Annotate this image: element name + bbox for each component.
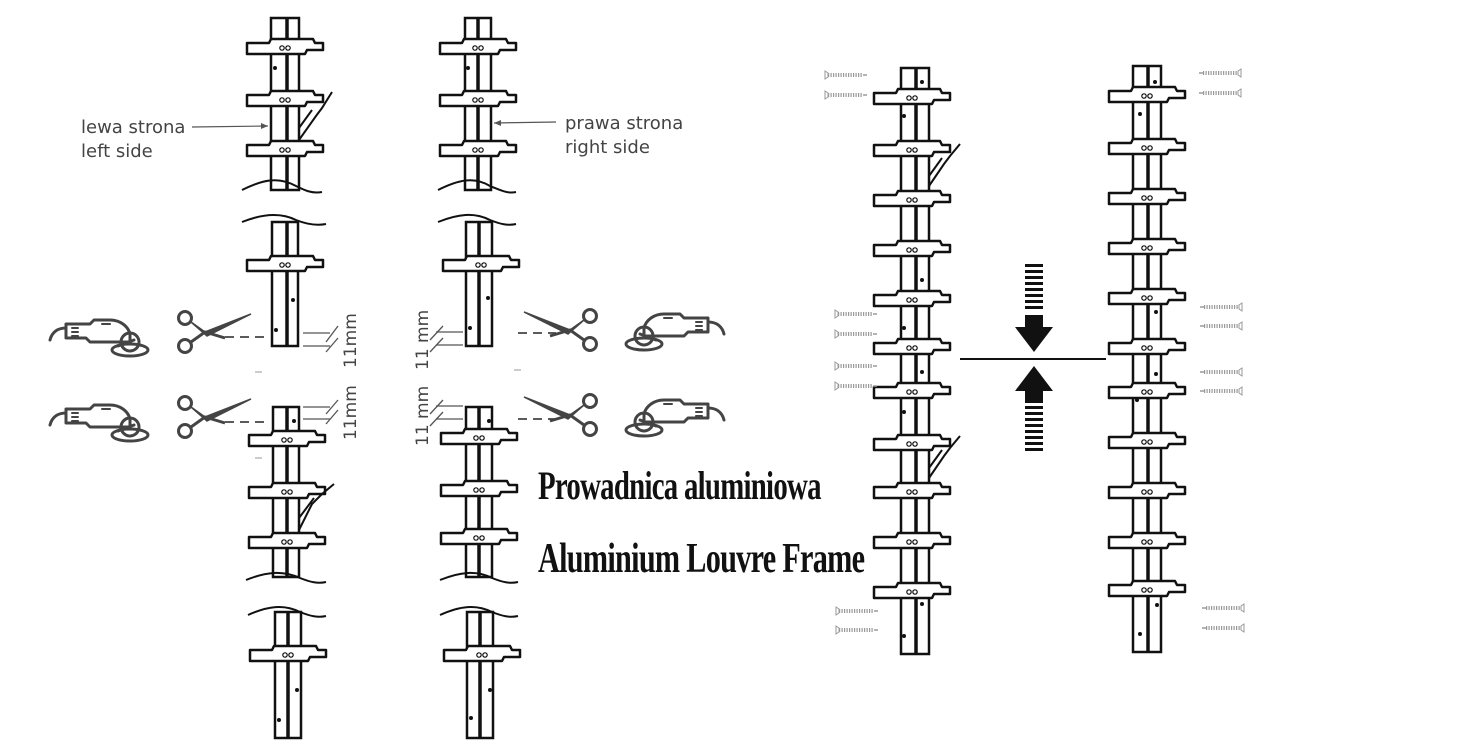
title-line-1: Prowadnica aluminiowa bbox=[538, 463, 821, 508]
screw-icon bbox=[1198, 320, 1244, 332]
left-side-label: lewa strona left side bbox=[81, 116, 185, 164]
left-side-label-en: left side bbox=[81, 141, 153, 162]
left-profile-bottom bbox=[245, 405, 335, 740]
screw-icon bbox=[834, 624, 880, 636]
compress-arrows-icon bbox=[1015, 264, 1053, 451]
screw-icon bbox=[1198, 301, 1244, 313]
screw-icon bbox=[833, 328, 879, 340]
screw-icon bbox=[1197, 67, 1243, 79]
cut-lines bbox=[225, 332, 556, 423]
scissors-icon bbox=[522, 393, 598, 437]
right-side-label-en: right side bbox=[565, 137, 650, 158]
scissors-icon bbox=[177, 310, 253, 354]
angle-grinder-icon bbox=[624, 398, 726, 438]
title-line-2: Aluminium Louvre Frame bbox=[538, 536, 865, 582]
angle-grinder-icon bbox=[624, 312, 726, 352]
screw-icon bbox=[833, 360, 879, 372]
screw-icon bbox=[1198, 366, 1244, 378]
left-dimension-top bbox=[303, 325, 339, 353]
screw-icon bbox=[834, 605, 880, 617]
screw-icon bbox=[833, 308, 879, 320]
screw-icon bbox=[833, 380, 879, 392]
right-profile-top bbox=[437, 16, 521, 348]
assembled-frame-left bbox=[872, 66, 961, 656]
left-profile-top bbox=[241, 16, 333, 348]
left-side-label-pl: lewa strona bbox=[81, 117, 186, 138]
right-side-label-pl: prawa strona bbox=[565, 113, 684, 134]
dimension-label-right-top: 11 mm bbox=[413, 309, 433, 370]
right-dimension-top bbox=[429, 325, 463, 353]
screw-icon bbox=[1200, 622, 1246, 634]
right-profile-bottom bbox=[439, 405, 522, 740]
screw-icon bbox=[1200, 602, 1246, 614]
dimension-label-left-top: 11mm bbox=[341, 313, 361, 368]
screw-icon bbox=[823, 69, 869, 81]
scissors-icon bbox=[177, 395, 253, 439]
right-dimension-bottom bbox=[429, 399, 463, 427]
screw-icon bbox=[823, 89, 869, 101]
screw-icon bbox=[1197, 87, 1243, 99]
angle-grinder-icon bbox=[48, 318, 150, 358]
left-dimension-bottom bbox=[303, 399, 339, 425]
right-side-pointer bbox=[493, 121, 557, 124]
screw-icon bbox=[1198, 385, 1244, 397]
left-side-pointer bbox=[191, 125, 269, 128]
right-side-label: prawa strona right side bbox=[565, 112, 683, 160]
scissors-icon bbox=[522, 308, 598, 352]
dimension-label-left-bottom: 11mm bbox=[341, 385, 361, 440]
assembled-frame-right bbox=[1107, 64, 1187, 654]
angle-grinder-icon bbox=[48, 403, 150, 443]
dimension-label-right-bottom: 11 mm bbox=[413, 385, 433, 446]
